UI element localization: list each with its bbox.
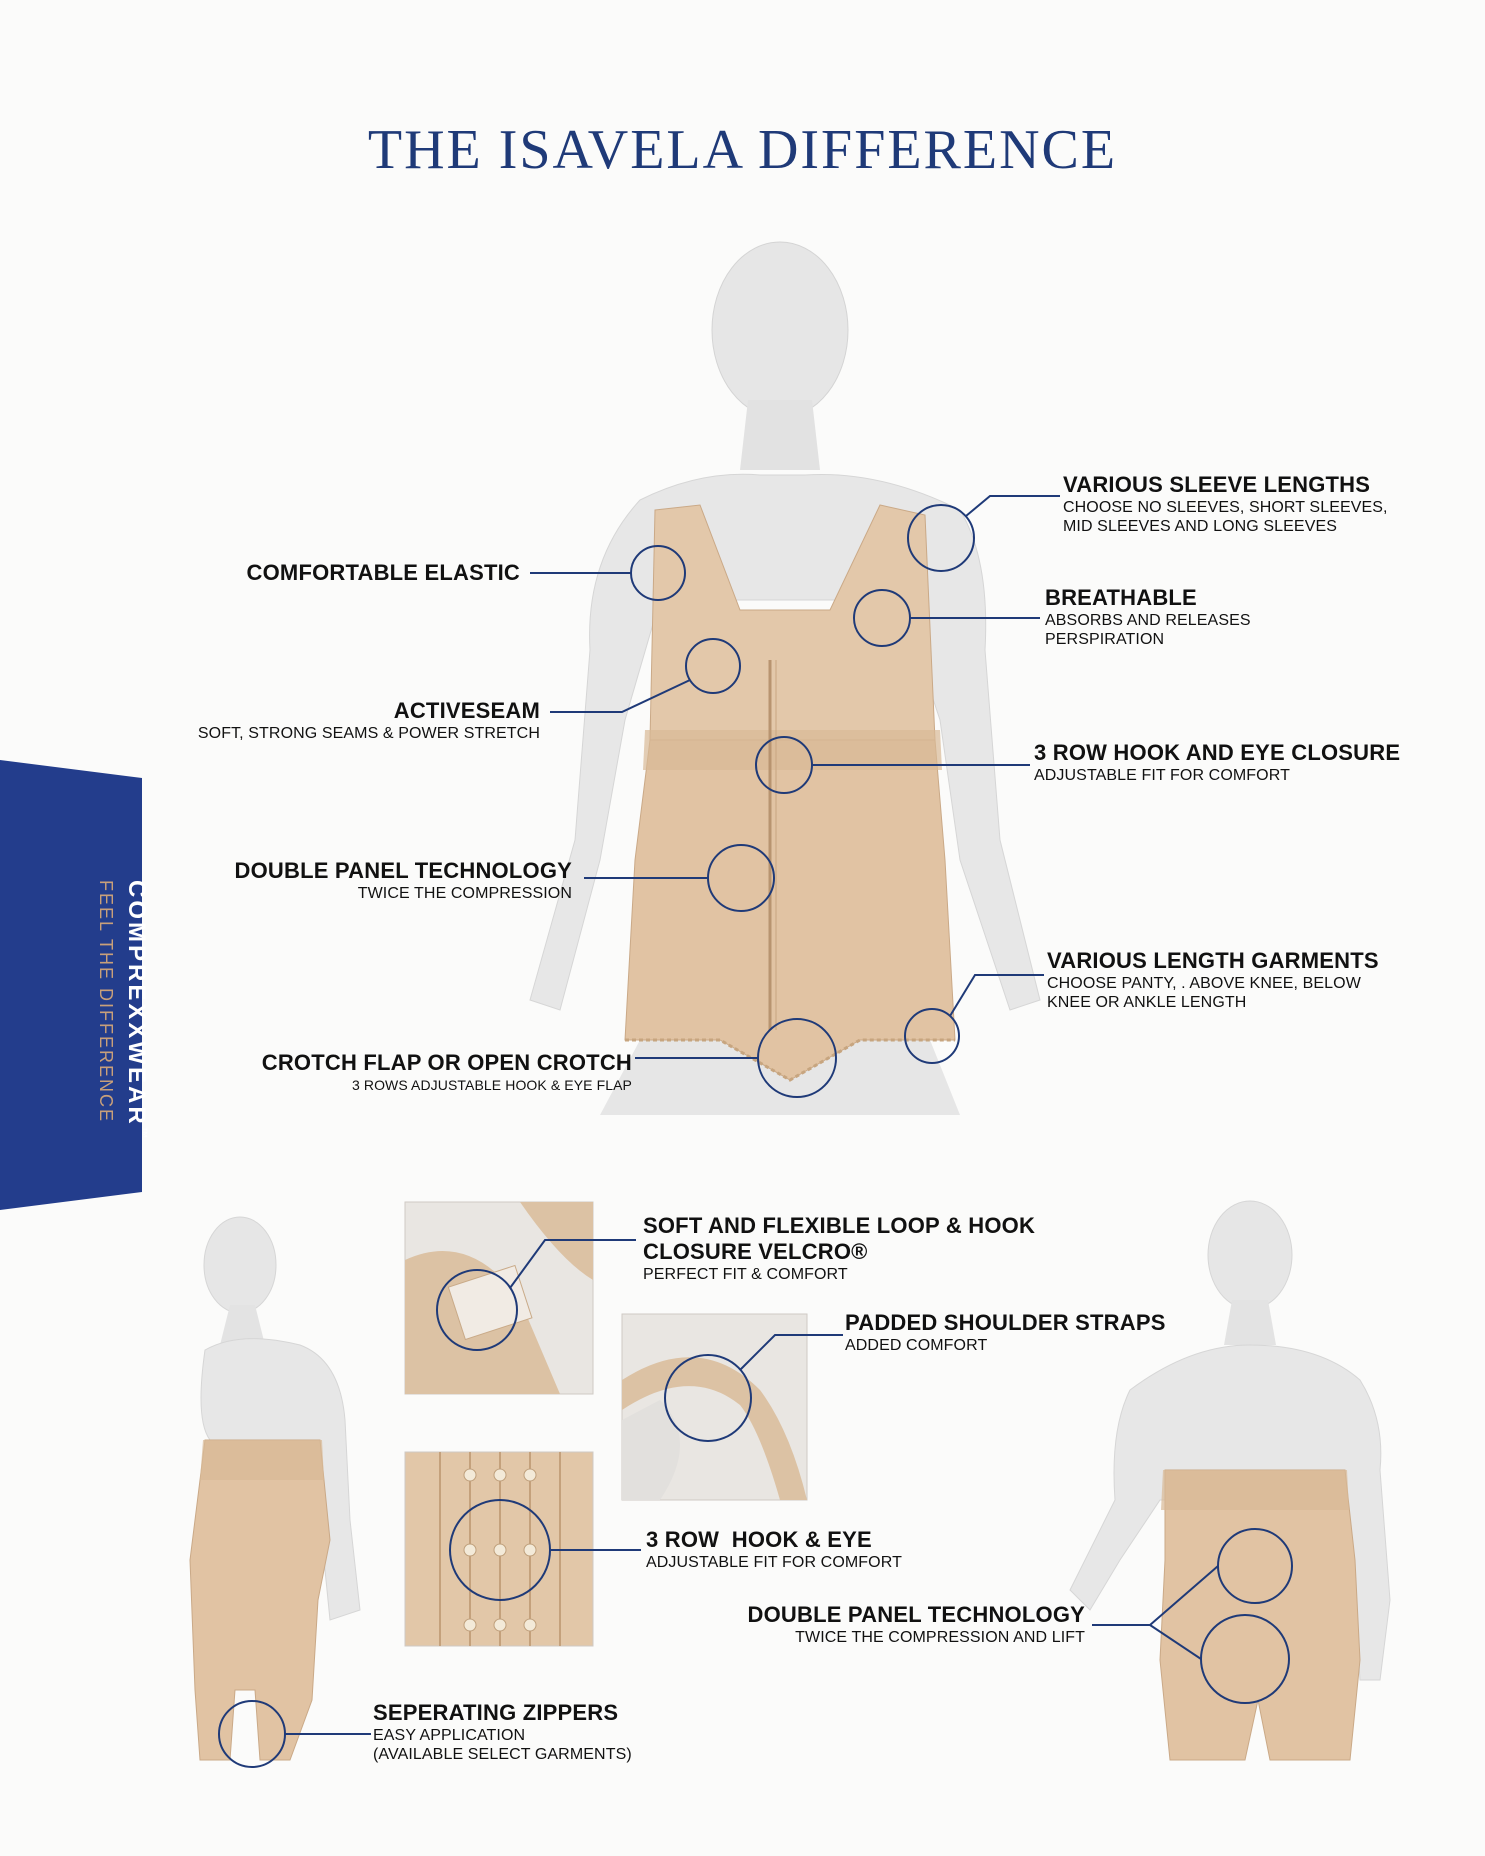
page-title: THE ISAVELA DIFFERENCE: [367, 119, 1118, 181]
callout-heading: PADDED SHOULDER STRAPS: [845, 1310, 1166, 1335]
callout-heading: BREATHABLE: [1045, 585, 1197, 610]
callout-heading: DOUBLE PANEL TECHNOLOGY: [747, 1602, 1085, 1627]
callout-breathable: BREATHABLE ABSORBS AND RELEASES PERSPIRA…: [1045, 585, 1251, 649]
callout-detail: CHOOSE NO SLEEVES, SHORT SLEEVES,: [1063, 499, 1388, 516]
callout-separating-zippers: SEPERATING ZIPPERS EASY APPLICATION (AVA…: [373, 1700, 632, 1764]
right-mannequin: [1069, 1200, 1391, 1761]
callout-detail: PERSPIRATION: [1045, 631, 1165, 648]
callout-detail: TWICE THE COMPRESSION: [357, 885, 572, 902]
callout-heading: COMFORTABLE ELASTIC: [246, 560, 520, 585]
main-bodysuit: [624, 504, 956, 1082]
callout-double-panel-2: DOUBLE PANEL TECHNOLOGY TWICE THE COMPRE…: [748, 1602, 1085, 1647]
callout-hook-eye-2: 3 ROW HOOK & EYE ADJUSTABLE FIT FOR COMF…: [646, 1527, 902, 1572]
callout-markers: [218, 495, 1293, 1768]
callout-heading: DOUBLE PANEL TECHNOLOGY: [234, 858, 572, 883]
callout-double-panel: DOUBLE PANEL TECHNOLOGY TWICE THE COMPRE…: [235, 858, 572, 903]
callout-detail: ADJUSTABLE FIT FOR COMFORT: [1034, 767, 1290, 784]
callout-comfortable-elastic: COMFORTABLE ELASTIC: [247, 560, 520, 586]
callout-heading: CROTCH FLAP OR OPEN CROTCH: [261, 1050, 632, 1075]
callout-activeseam: ACTIVESEAM SOFT, STRONG SEAMS & POWER ST…: [198, 698, 540, 743]
callout-detail: ADJUSTABLE FIT FOR COMFORT: [646, 1554, 902, 1571]
callout-heading: VARIOUS SLEEVE LENGTHS: [1063, 472, 1371, 497]
callout-detail: ADDED COMFORT: [845, 1337, 988, 1354]
callout-detail: PERFECT FIT & COMFORT: [643, 1266, 848, 1283]
brand-tab: [0, 760, 142, 1210]
left-mannequin: [189, 1216, 361, 1761]
callout-detail: ABSORBS AND RELEASES: [1045, 612, 1251, 629]
callout-heading: 3 ROW HOOK & EYE: [646, 1527, 872, 1552]
callout-detail: EASY APPLICATION: [373, 1727, 526, 1744]
callout-heading: SEPERATING ZIPPERS: [373, 1700, 619, 1725]
callout-crotch-flap: CROTCH FLAP OR OPEN CROTCH 3 ROWS ADJUST…: [262, 1050, 632, 1095]
callout-velcro: SOFT AND FLEXIBLE LOOP & HOOK CLOSURE VE…: [643, 1213, 1035, 1284]
callout-length-garments: VARIOUS LENGTH GARMENTS CHOOSE PANTY, . …: [1047, 948, 1379, 1012]
callout-heading: SOFT AND FLEXIBLE LOOP & HOOK: [643, 1213, 1036, 1238]
callout-detail: SOFT, STRONG SEAMS & POWER STRETCH: [197, 725, 540, 742]
callout-detail: TWICE THE COMPRESSION AND LIFT: [795, 1629, 1085, 1646]
callout-sleeve-lengths: VARIOUS SLEEVE LENGTHS CHOOSE NO SLEEVES…: [1063, 472, 1388, 536]
callout-hook-eye-closure: 3 ROW HOOK AND EYE CLOSURE ADJUSTABLE FI…: [1034, 740, 1400, 785]
callout-heading: VARIOUS LENGTH GARMENTS: [1047, 948, 1379, 973]
callout-detail: KNEE OR ANKLE LENGTH: [1047, 994, 1247, 1011]
callout-padded-straps: PADDED SHOULDER STRAPS ADDED COMFORT: [845, 1310, 1166, 1355]
callout-heading: ACTIVESEAM: [393, 698, 540, 723]
callout-detail: (AVAILABLE SELECT GARMENTS): [373, 1746, 632, 1763]
callout-heading: 3 ROW HOOK AND EYE CLOSURE: [1034, 740, 1401, 765]
callout-detail: MID SLEEVES AND LONG SLEEVES: [1063, 518, 1338, 535]
callout-detail: 3 ROWS ADJUSTABLE HOOK & EYE FLAP: [351, 1077, 632, 1093]
callout-detail: CHOOSE PANTY, . ABOVE KNEE, BELOW: [1047, 975, 1361, 992]
inset-photo-shoulder-strap: [621, 1313, 808, 1501]
inset-photo-velcro: [404, 1201, 594, 1395]
callout-heading: CLOSURE VELCRO®: [643, 1239, 868, 1264]
